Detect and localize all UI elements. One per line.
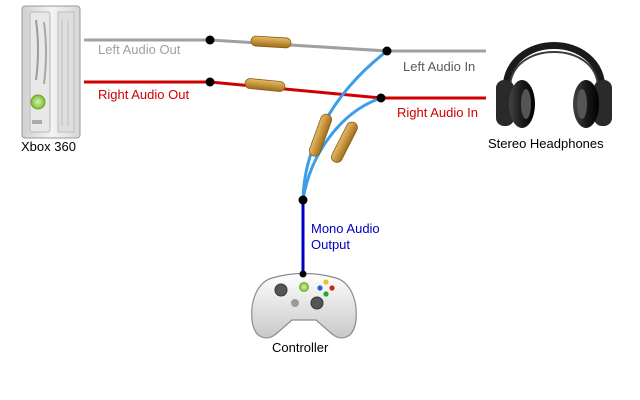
- xbox-controller-icon: [251, 272, 357, 339]
- blue-wire-to-left: [301, 49, 388, 201]
- resistor-left-line: [250, 35, 292, 49]
- junction-node-left-out: [205, 35, 215, 45]
- left-audio-out-label: Left Audio Out: [98, 42, 181, 57]
- resistor-right-line: [244, 78, 286, 92]
- controller-label: Controller: [272, 340, 329, 355]
- resistor-blue-left: [308, 113, 333, 157]
- junction-node-controller: [299, 270, 307, 278]
- right-audio-in-label: Right Audio In: [397, 105, 478, 120]
- right-audio-wire: [84, 80, 486, 100]
- blue-wire-to-right: [301, 96, 382, 201]
- left-audio-wire: [84, 38, 486, 53]
- xbox-360-console-icon: [21, 5, 81, 139]
- stereo-headphones-icon: [496, 42, 612, 128]
- mono-audio-label-line2: Output: [311, 237, 350, 252]
- headphones-label: Stereo Headphones: [488, 136, 604, 151]
- junction-node-mono: [298, 195, 308, 205]
- junction-node-left-in: [382, 46, 392, 56]
- junction-node-right-in: [376, 93, 386, 103]
- mono-audio-label-line1: Mono Audio: [311, 221, 380, 236]
- left-audio-in-label: Left Audio In: [403, 59, 475, 74]
- junction-node-right-out: [205, 77, 215, 87]
- resistor-blue-right: [331, 121, 358, 163]
- right-audio-out-label: Right Audio Out: [98, 87, 189, 102]
- xbox-label: Xbox 360: [21, 139, 76, 154]
